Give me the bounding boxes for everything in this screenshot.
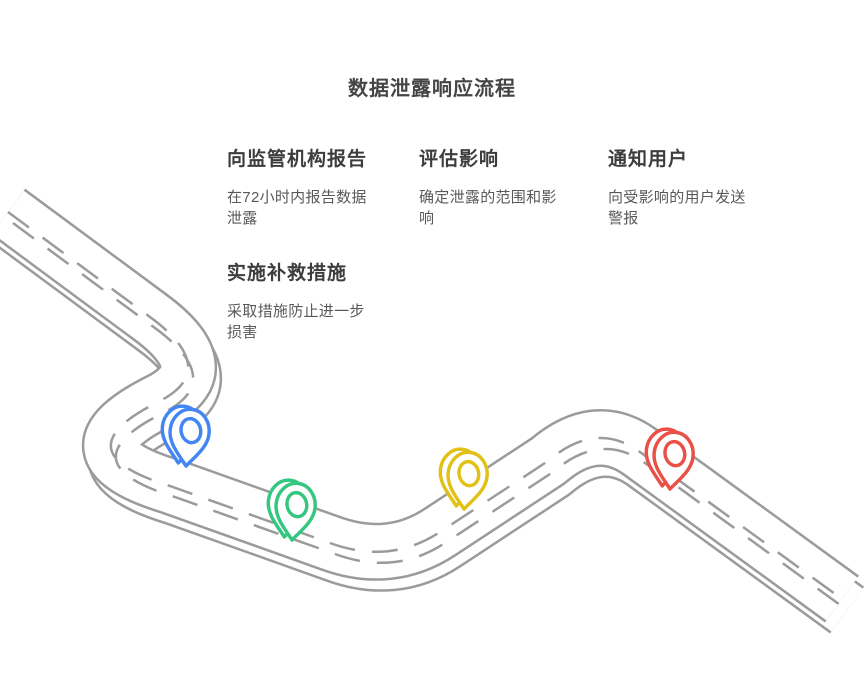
step-description-line: 确定泄露的范围和影	[419, 189, 557, 206]
step-remediation: 实施补救措施 采取措施防止进一步 损害	[227, 258, 385, 343]
step-heading: 通知用户	[608, 149, 689, 170]
step-heading: 实施补救措施	[227, 263, 348, 284]
step-heading: 评估影响	[419, 149, 500, 170]
step-report-to-regulator: 向监管机构报告 在72小时内报告数据 泄露	[227, 144, 385, 229]
step-description-line: 在72小时内报告数据	[227, 189, 367, 206]
step-notify-users: 通知用户 向受影响的用户发送 警报	[608, 144, 766, 229]
step-assess-impact: 评估影响 确定泄露的范围和影 响	[419, 144, 577, 229]
step-description-line: 采取措施防止进一步	[227, 303, 365, 320]
step-description-line: 损害	[227, 324, 258, 341]
step-description-line: 向受影响的用户发送	[608, 189, 746, 206]
step-description-line: 泄露	[227, 210, 258, 227]
page-title: 数据泄露响应流程	[348, 78, 516, 100]
step-description-line: 响	[419, 210, 435, 227]
step-description-line: 警报	[608, 210, 639, 227]
step-heading: 向监管机构报告	[227, 149, 368, 170]
